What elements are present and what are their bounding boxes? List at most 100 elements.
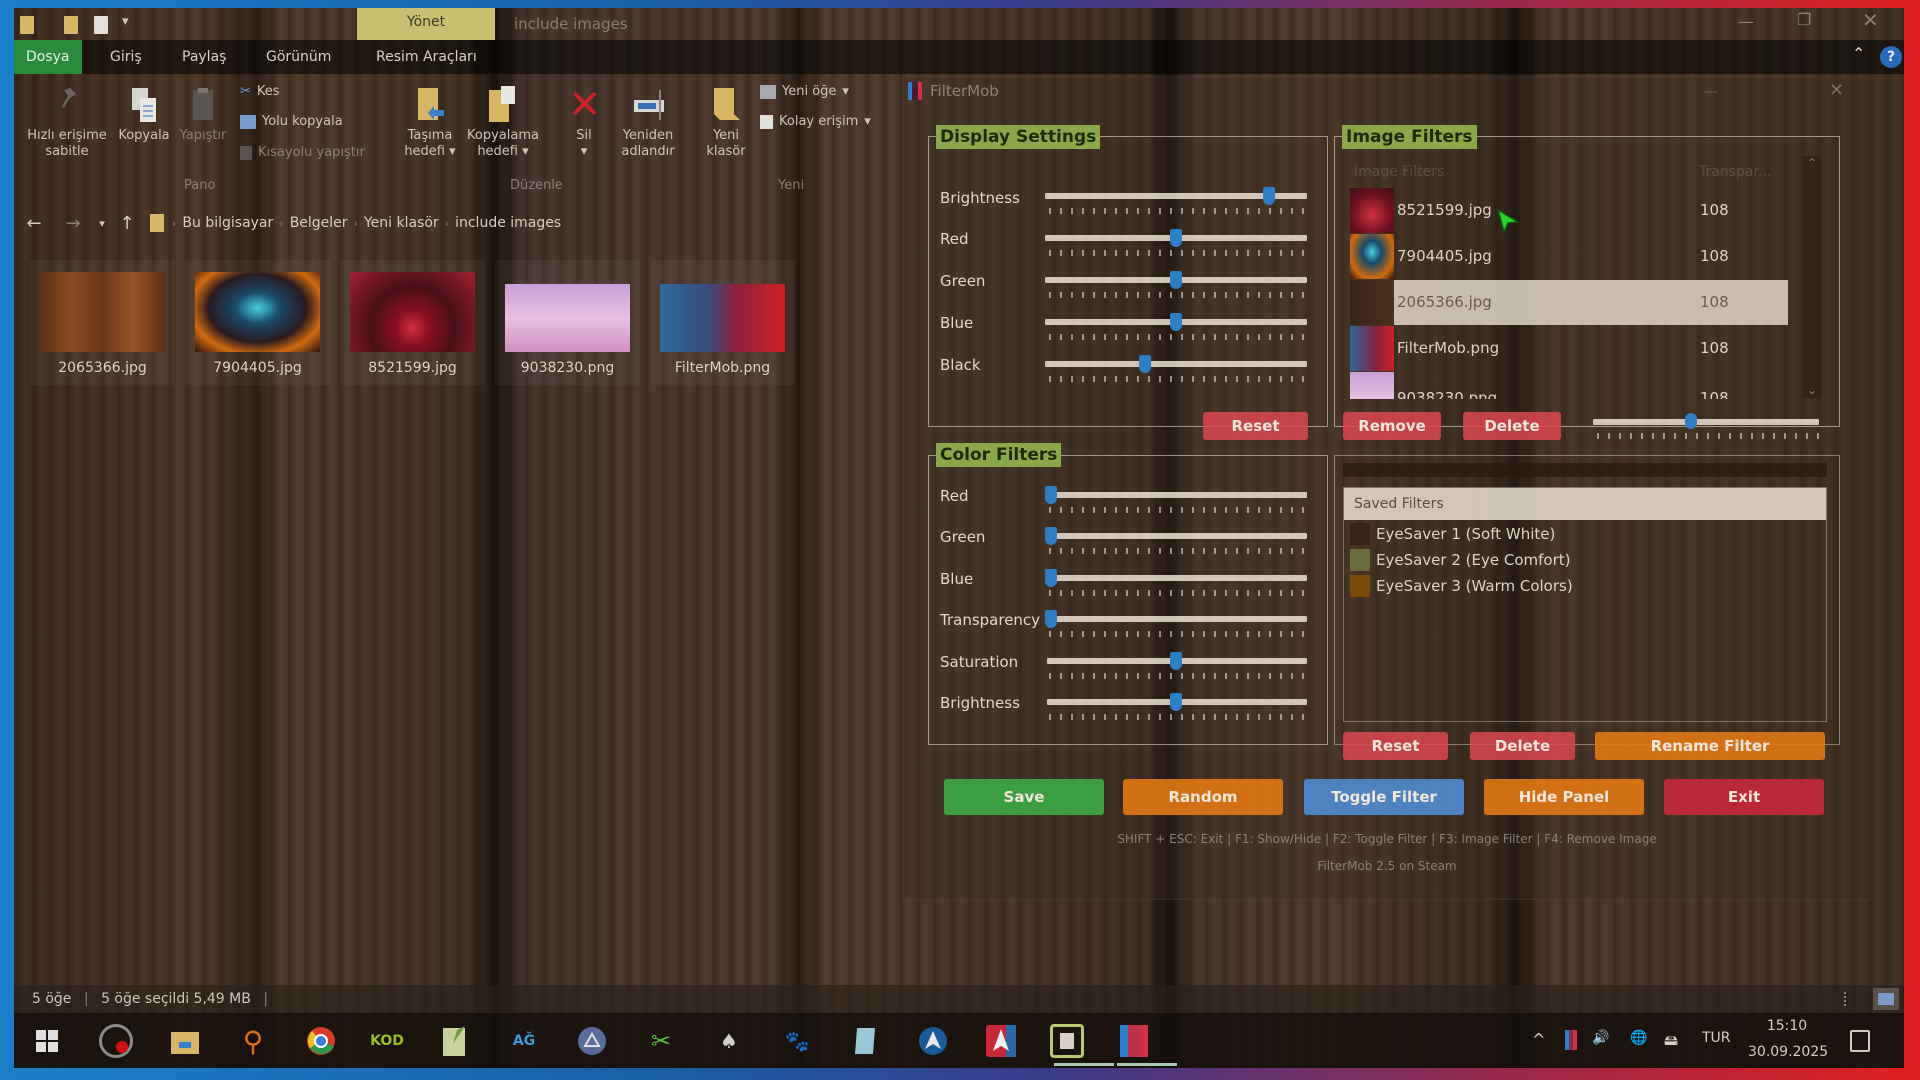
remove-image-button[interactable]: Remove <box>1343 412 1441 440</box>
column-header-name[interactable]: Image Filters <box>1354 164 1445 180</box>
obs-icon[interactable] <box>99 1024 133 1058</box>
scissors-app-icon[interactable]: ✂ <box>650 1027 672 1055</box>
color-transparency-slider[interactable] <box>1047 616 1307 622</box>
gimp-icon[interactable]: 🐾 <box>784 1029 810 1053</box>
easy-access-button[interactable]: Kolay erişim▾ <box>760 114 871 129</box>
slider-thumb[interactable] <box>1170 652 1182 670</box>
color-green-slider[interactable] <box>1047 533 1307 539</box>
image-row-selected[interactable]: 2065366.jpg 108 <box>1394 280 1788 325</box>
slider-thumb[interactable] <box>1045 486 1057 504</box>
display-reset-button[interactable]: Reset <box>1203 412 1308 440</box>
move-to-button[interactable]: Taşıma hedefi ▾ <box>398 86 462 160</box>
slider-thumb[interactable] <box>1170 693 1182 711</box>
tab-paylas[interactable]: Paylaş <box>182 49 227 65</box>
hide-panel-button[interactable]: Hide Panel <box>1484 779 1644 815</box>
tab-dosya[interactable]: Dosya <box>14 40 82 74</box>
filtermob-close-icon[interactable]: ✕ <box>1829 80 1845 101</box>
saved-filters-header[interactable]: Saved Filters <box>1344 488 1826 520</box>
saved-reset-button[interactable]: Reset <box>1343 732 1448 760</box>
app-circle-icon[interactable] <box>575 1024 609 1058</box>
copy-path-button[interactable]: Yolu kopyala <box>240 114 343 129</box>
close-icon[interactable]: ✕ <box>1862 8 1879 32</box>
breadcrumb-item[interactable]: include images <box>455 215 562 231</box>
image-row[interactable]: 8521599.jpg 108 <box>1350 188 1788 233</box>
clock-time[interactable]: 15:10 <box>1766 1018 1808 1034</box>
image-row[interactable]: 7904405.jpg 108 <box>1350 234 1788 279</box>
storage-icon[interactable]: 🖴 <box>1664 1033 1679 1049</box>
restore-icon[interactable]: ❐ <box>1797 10 1812 29</box>
recent-dropdown-icon[interactable]: ▾ <box>99 216 105 230</box>
filtermob-minimize-icon[interactable]: — <box>1704 84 1718 100</box>
black-slider[interactable] <box>1045 361 1307 367</box>
delete-button[interactable]: ✕ Sil ▾ <box>568 82 602 159</box>
tab-giris[interactable]: Giriş <box>110 49 142 65</box>
color-red-slider[interactable] <box>1047 492 1307 498</box>
image-row[interactable]: 9038230.png 108 <box>1350 372 1788 399</box>
search-app-icon[interactable]: ⚲ <box>242 1024 264 1058</box>
toggle-filter-button[interactable]: Toggle Filter <box>1304 779 1464 815</box>
cut-button[interactable]: ✂Kes <box>240 84 280 99</box>
slider-thumb[interactable] <box>1045 527 1057 545</box>
app-red-arrow-icon[interactable] <box>984 1024 1018 1058</box>
app-square-icon[interactable] <box>1050 1024 1084 1058</box>
slider-thumb[interactable] <box>1170 271 1182 289</box>
back-icon[interactable]: ← <box>26 212 42 234</box>
slider-thumb[interactable] <box>1170 229 1182 247</box>
volume-icon[interactable]: 🔊 <box>1592 1030 1610 1046</box>
file-tile[interactable]: 8521599.jpg <box>340 260 485 385</box>
new-folder-button[interactable]: Yeni klasör <box>700 86 752 160</box>
copy-button[interactable]: Kopyala <box>112 86 176 144</box>
collapse-ribbon-icon[interactable]: ⌃ <box>1852 44 1866 63</box>
slider-thumb[interactable] <box>1685 413 1697 429</box>
slider-thumb[interactable] <box>1170 313 1182 331</box>
start-button[interactable] <box>30 1024 64 1058</box>
kod-app-icon[interactable]: KOD <box>370 1033 404 1049</box>
file-tile[interactable]: 7904405.jpg <box>185 260 330 385</box>
folder-icon[interactable] <box>20 16 34 34</box>
image-row[interactable]: FilterMob.png 108 <box>1350 326 1788 371</box>
slider-thumb[interactable] <box>1139 355 1151 373</box>
scroll-up-icon[interactable]: ⌃ <box>1806 156 1818 170</box>
file-tile[interactable]: 9038230.png <box>495 260 640 385</box>
version-link[interactable]: FilterMob 2.5 on Steam <box>1317 859 1457 873</box>
color-blue-slider[interactable] <box>1047 575 1307 581</box>
saved-filter-item[interactable]: EyeSaver 3 (Warm Colors) <box>1350 575 1573 597</box>
brightness-slider[interactable] <box>1045 193 1307 199</box>
image-transparency-slider[interactable] <box>1593 419 1819 425</box>
details-view-icon[interactable] <box>1844 992 1862 1006</box>
filtermob-tray-icon[interactable] <box>1565 1030 1577 1050</box>
up-icon[interactable]: ↑ <box>119 212 135 234</box>
forward-icon[interactable]: → <box>65 212 81 234</box>
exit-button[interactable]: Exit <box>1664 779 1824 815</box>
new-item-button[interactable]: Yeni öğe▾ <box>760 84 849 99</box>
random-button[interactable]: Random <box>1123 779 1283 815</box>
language-indicator[interactable]: TUR <box>1702 1030 1731 1046</box>
notification-center-icon[interactable] <box>1850 1030 1870 1052</box>
saved-filter-item[interactable]: EyeSaver 1 (Soft White) <box>1350 523 1555 545</box>
breadcrumb-item[interactable]: Belgeler <box>289 215 348 231</box>
column-header-transparency[interactable]: Transpar... <box>1699 164 1772 180</box>
delete-image-button[interactable]: Delete <box>1463 412 1561 440</box>
tab-gorunum[interactable]: Görünüm <box>266 49 332 65</box>
rename-filter-button[interactable]: Rename Filter <box>1595 732 1825 760</box>
pin-quick-access-button[interactable]: Hızlı erişime sabitle <box>22 86 112 160</box>
file-tile[interactable]: 2065366.jpg <box>30 260 175 385</box>
app-blue-arrow-icon[interactable] <box>916 1024 950 1058</box>
notes-icon[interactable] <box>848 1024 882 1058</box>
manage-context-tab[interactable]: Yönet <box>357 8 495 40</box>
large-icons-view-icon[interactable] <box>1873 988 1899 1010</box>
copy-to-button[interactable]: Kopyalama hedefi ▾ <box>464 86 542 160</box>
paste-shortcut-button[interactable]: Kısayolu yapıştır <box>240 145 365 160</box>
properties-icon[interactable] <box>94 16 108 34</box>
breadcrumb-item[interactable]: Yeni klasör <box>363 215 439 231</box>
ag-app-icon[interactable]: AĞ <box>512 1033 536 1049</box>
image-list-scrollbar[interactable]: ⌃ ⌄ <box>1803 156 1821 399</box>
slider-thumb[interactable] <box>1045 610 1057 628</box>
inkscape-icon[interactable]: ♠ <box>720 1029 738 1053</box>
notepad-icon[interactable] <box>438 1024 472 1058</box>
saved-filter-item[interactable]: EyeSaver 2 (Eye Comfort) <box>1350 549 1570 571</box>
file-explorer-icon[interactable] <box>168 1024 202 1058</box>
file-tile[interactable]: FilterMob.png <box>650 260 795 385</box>
slider-thumb[interactable] <box>1045 569 1057 587</box>
show-hidden-icons[interactable]: ^ <box>1532 1030 1546 1049</box>
